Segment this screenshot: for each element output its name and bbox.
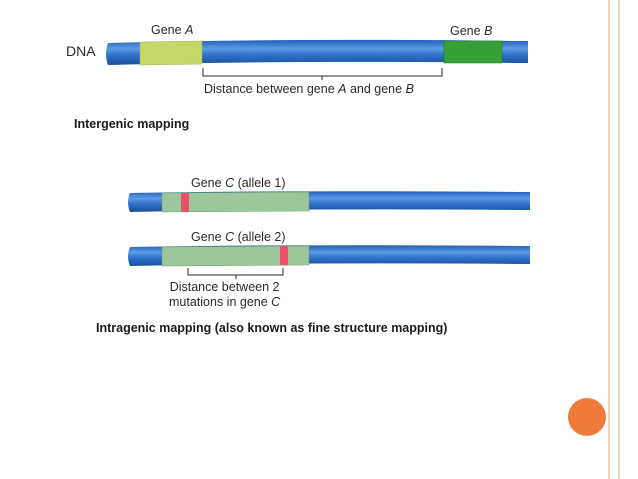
distance-mutations-line-2: mutations in gene C [169, 295, 280, 310]
gene-b-label-text: Gene [450, 24, 485, 38]
distance-bracket-1 [202, 68, 443, 80]
gene-a-label: Gene A [151, 23, 193, 37]
distance-ab-gene-a: A [338, 82, 347, 96]
allele-1-label: Gene C (allele 1) [191, 176, 286, 190]
intragenic-caption: Intragenic mapping (also known as fine s… [96, 321, 448, 335]
distance-ab-gene-b: B [405, 82, 414, 96]
allele-2-label: Gene C (allele 2) [191, 230, 286, 244]
gene-b-segment [443, 40, 503, 64]
allele-1-label-gene: C [225, 176, 235, 190]
distance-mutations-line-2-text: mutations in gene [169, 295, 272, 309]
allele-1-label-text: Gene [191, 176, 226, 190]
distance-ab-text-1: Distance between gene [204, 82, 339, 96]
border-line-right [618, 0, 620, 479]
distance-mutations-gene: C [271, 295, 281, 309]
gene-a-label-text: Gene [151, 23, 186, 37]
gene-b-label-letter: B [484, 24, 493, 38]
gene-a-label-letter: A [185, 23, 194, 37]
distance-mutations-line-1: Distance between 2 [169, 280, 280, 294]
gene-b-label: Gene B [450, 24, 492, 38]
mutation-2-mark [280, 246, 288, 265]
distance-mutations-label: Distance between 2 mutations in gene C [169, 280, 280, 310]
mutation-1-mark [181, 193, 189, 212]
distance-bracket-2 [187, 268, 284, 279]
distance-ab-text-2: and gene [346, 82, 406, 96]
gene-c-allele-1-segment [161, 191, 310, 213]
allele-2-label-suffix: (allele 2) [234, 230, 286, 244]
allele-2-label-text: Gene [191, 230, 226, 244]
dna-strand-1 [106, 39, 528, 65]
allele-1-label-suffix: (allele 1) [234, 176, 286, 190]
border-line-left [608, 0, 610, 479]
allele-2-label-gene: C [225, 230, 235, 244]
intergenic-caption: Intergenic mapping [74, 117, 190, 131]
distance-ab-label: Distance between gene A and gene B [204, 82, 414, 96]
orange-circle-icon [568, 398, 606, 436]
dna-label: DNA [66, 43, 96, 59]
gene-c-allele-2-segment [161, 245, 310, 267]
gene-a-segment [139, 40, 203, 66]
